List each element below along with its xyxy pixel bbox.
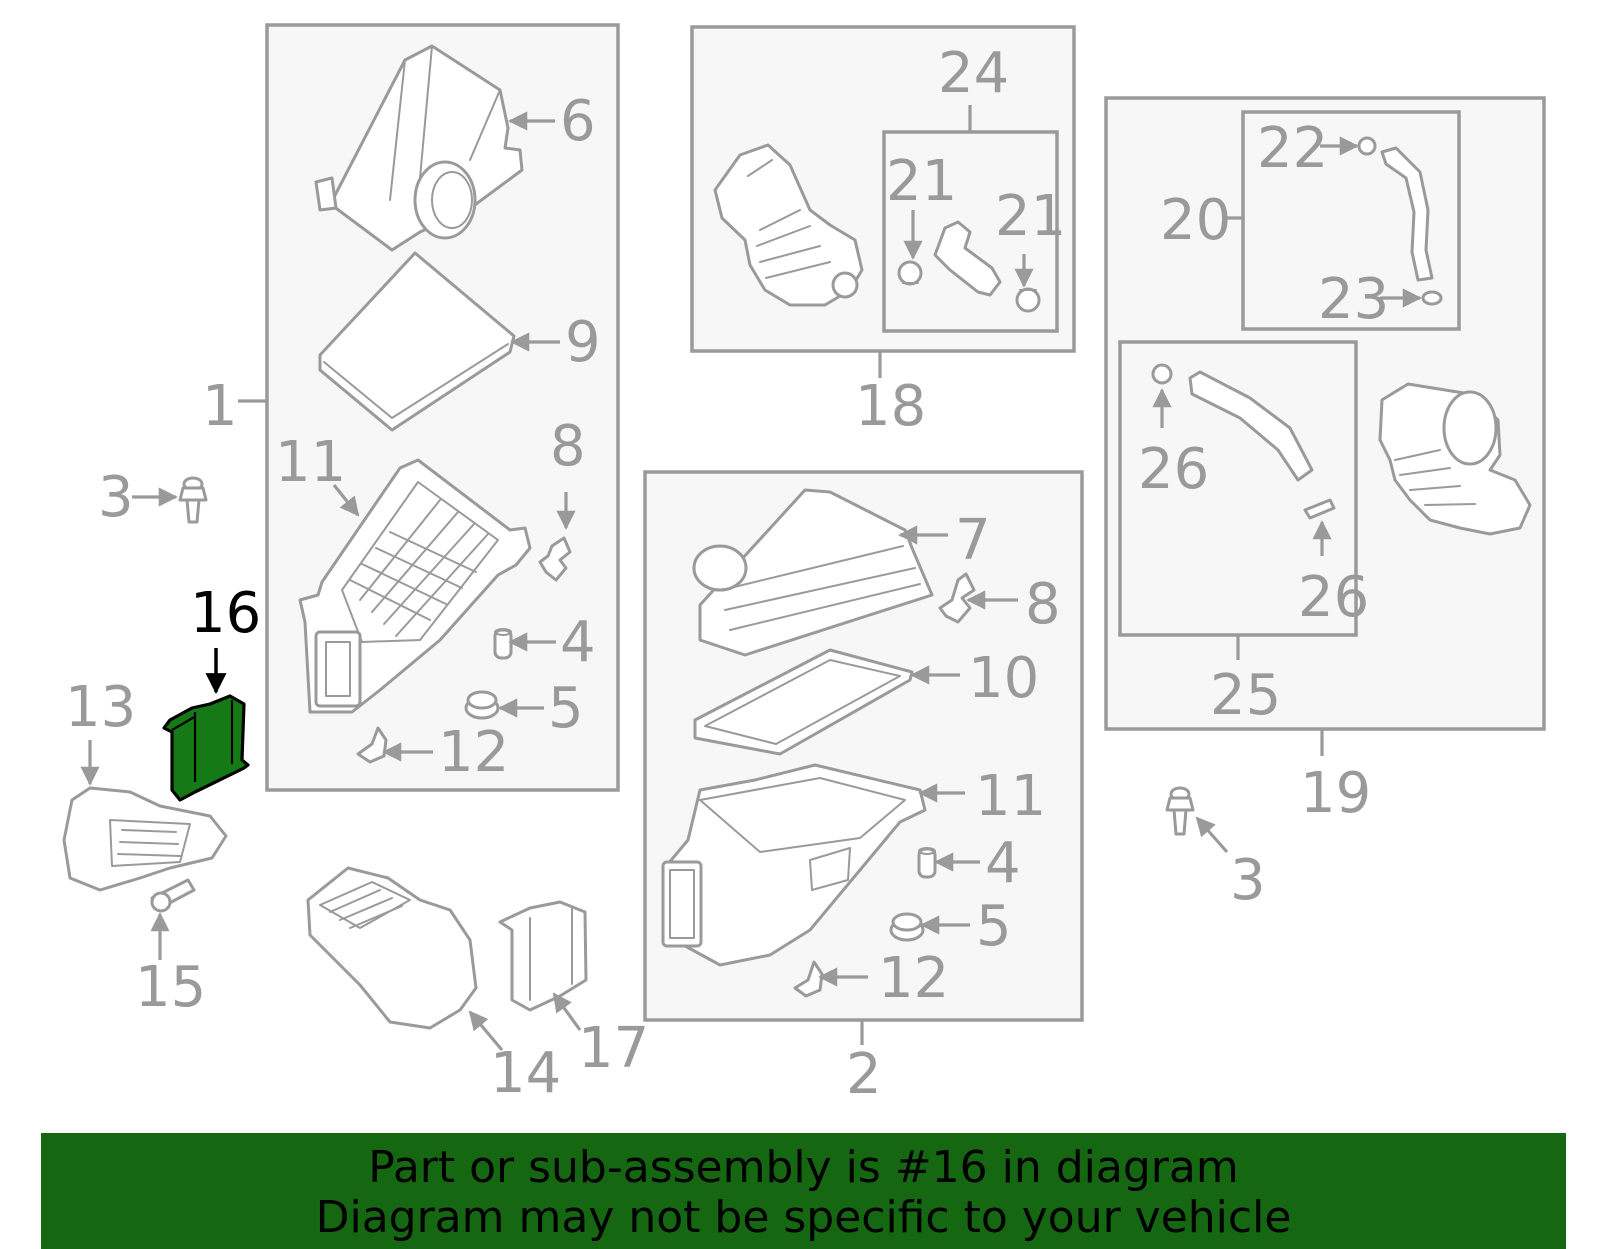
callout-12a: 12 <box>438 720 509 785</box>
callout-13: 13 <box>65 675 136 740</box>
part-15-bolt <box>150 878 196 913</box>
part-25-hose <box>1188 370 1314 482</box>
part-4-grommet-2 <box>917 847 937 879</box>
part-10-air-filter-2 <box>693 648 914 756</box>
part-16-bracket-highlighted <box>162 694 250 802</box>
part-21-clamp-left <box>897 260 923 286</box>
callout-22: 22 <box>1257 116 1328 181</box>
callout-8a: 8 <box>550 414 586 479</box>
callout-17: 17 <box>578 1016 649 1081</box>
callout-2: 2 <box>846 1042 882 1107</box>
part-24-hose <box>933 220 1002 297</box>
part-8-bracket-2 <box>938 572 976 624</box>
info-banner: Part or sub-assembly is #16 in diagram D… <box>41 1133 1566 1249</box>
part-12-clip-1 <box>356 726 388 764</box>
part-7-air-cleaner-cover-2 <box>692 488 934 657</box>
part-5-insulator-1 <box>464 690 500 720</box>
callout-6: 6 <box>560 89 596 154</box>
callout-4b: 4 <box>985 831 1021 896</box>
part-3-push-pin-right <box>1165 786 1195 836</box>
callout-18: 18 <box>855 374 926 439</box>
callout-16: 16 <box>190 581 261 646</box>
part-5-insulator-2 <box>889 912 925 942</box>
callout-26a: 26 <box>1138 437 1209 502</box>
callout-21a: 21 <box>886 149 957 214</box>
callout-5a: 5 <box>548 676 584 741</box>
part-22-clamp <box>1357 136 1377 156</box>
part-23-clamp <box>1421 290 1443 306</box>
part-11-lower-housing-2 <box>661 763 927 967</box>
part-19-intake-duct <box>1378 382 1532 536</box>
callout-9: 9 <box>565 310 601 375</box>
callout-11b: 11 <box>975 764 1046 829</box>
part-21-clamp-right <box>1015 287 1041 313</box>
callout-15: 15 <box>135 955 206 1020</box>
part-13-air-duct <box>62 786 228 892</box>
banner-line-1: Part or sub-assembly is #16 in diagram <box>368 1142 1239 1193</box>
part-11-lower-housing-1 <box>298 458 532 714</box>
callout-25: 25 <box>1210 663 1281 728</box>
callout-3b: 3 <box>1230 848 1266 913</box>
callout-1: 1 <box>202 374 238 439</box>
part-3-push-pin-left <box>178 476 208 524</box>
part-26-clamp-upper <box>1151 363 1173 385</box>
callout-14: 14 <box>490 1041 561 1106</box>
callout-4a: 4 <box>560 610 596 675</box>
callout-12b: 12 <box>878 946 949 1011</box>
callout-19: 19 <box>1300 761 1371 826</box>
callout-3a: 3 <box>98 465 134 530</box>
part-20-hose <box>1380 146 1434 282</box>
callout-8b: 8 <box>1025 572 1061 637</box>
part-9-air-filter <box>318 251 516 432</box>
part-18-intake-hose <box>713 143 864 307</box>
callout-23: 23 <box>1318 267 1389 332</box>
callout-26b: 26 <box>1298 565 1369 630</box>
callout-11a: 11 <box>275 430 346 495</box>
callout-21b: 21 <box>995 184 1066 249</box>
callout-20: 20 <box>1160 188 1231 253</box>
callout-10: 10 <box>968 646 1039 711</box>
part-4-grommet-1 <box>493 628 513 660</box>
callout-7: 7 <box>955 508 991 573</box>
part-26-clamp-lower <box>1303 498 1336 520</box>
part-17-bracket <box>498 900 588 1012</box>
banner-line-2: Diagram may not be specific to your vehi… <box>315 1192 1292 1243</box>
part-14-duct <box>306 866 478 1030</box>
part-8-bracket-1 <box>538 536 572 582</box>
callout-5b: 5 <box>976 894 1012 959</box>
part-6-air-cleaner-cover <box>314 44 524 252</box>
callout-24: 24 <box>938 41 1009 106</box>
